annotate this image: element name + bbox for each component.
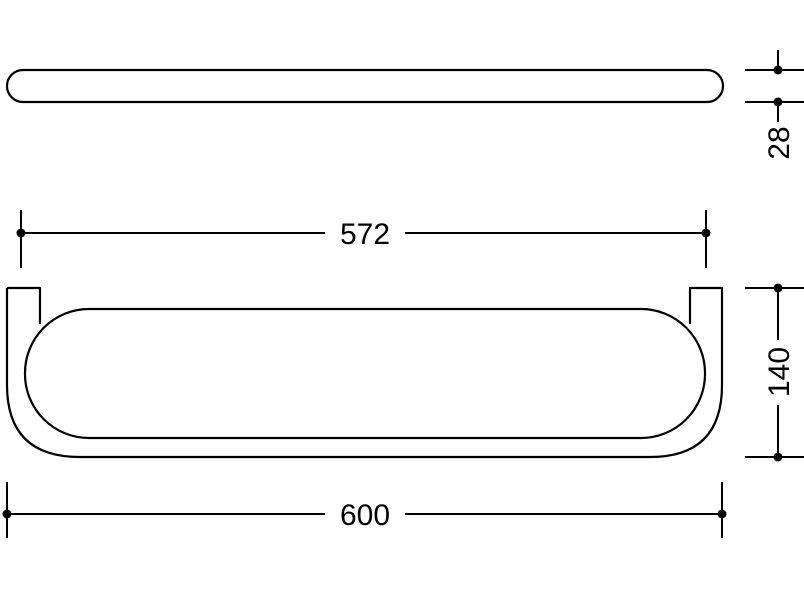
bar-top-view-outer xyxy=(5,286,724,459)
dimension-label-140: 140 xyxy=(763,347,796,397)
dimension-label-28: 28 xyxy=(763,126,796,159)
dimension-label-600: 600 xyxy=(340,499,390,532)
dimension-thickness: 28 xyxy=(745,50,804,160)
dimension-bottom-width: 600 xyxy=(2,482,727,538)
dimension-label-572: 572 xyxy=(340,218,390,251)
dimension-top-width: 572 xyxy=(16,210,711,268)
rod-side-view xyxy=(5,68,725,104)
dimension-depth: 140 xyxy=(745,283,804,462)
bar-top-view-inner xyxy=(23,307,707,440)
bar-top-view-left-edge xyxy=(7,286,42,324)
